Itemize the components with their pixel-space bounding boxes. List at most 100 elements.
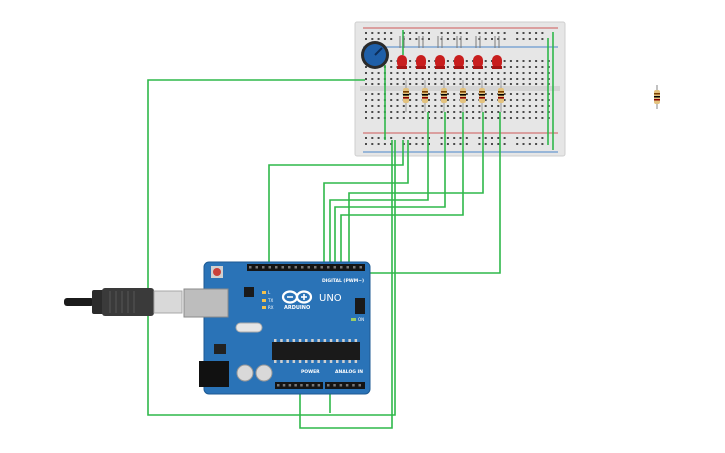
breadboard-hole[interactable]	[446, 72, 449, 74]
breadboard-hole[interactable]	[541, 60, 544, 62]
breadboard-hole[interactable]	[509, 72, 512, 74]
breadboard-hole[interactable]	[478, 117, 481, 119]
rail-hole[interactable]	[415, 137, 418, 139]
rail-hole[interactable]	[465, 38, 468, 40]
breadboard-hole[interactable]	[365, 78, 367, 80]
rail-hole[interactable]	[415, 32, 418, 34]
breadboard-hole[interactable]	[409, 60, 412, 62]
breadboard-hole[interactable]	[446, 111, 449, 113]
breadboard-hole[interactable]	[516, 111, 519, 113]
rail-hole[interactable]	[478, 137, 481, 139]
breadboard-hole[interactable]	[465, 66, 468, 68]
breadboard-hole[interactable]	[484, 83, 487, 85]
resistor[interactable]	[460, 80, 466, 112]
breadboard-hole[interactable]	[503, 105, 506, 107]
breadboard-hole[interactable]	[484, 78, 487, 80]
rail-hole[interactable]	[478, 32, 481, 34]
breadboard-hole[interactable]	[509, 78, 512, 80]
breadboard-hole[interactable]	[402, 111, 405, 113]
header-pin[interactable]	[320, 266, 324, 269]
rail-hole[interactable]	[377, 32, 380, 34]
breadboard-hole[interactable]	[453, 72, 456, 74]
breadboard-hole[interactable]	[459, 72, 462, 74]
wire-gnd-top[interactable]	[268, 140, 404, 266]
rail-hole[interactable]	[446, 38, 449, 40]
breadboard-hole[interactable]	[472, 72, 475, 74]
red-led[interactable]	[492, 36, 502, 69]
breadboard-hole[interactable]	[516, 66, 519, 68]
rail-hole[interactable]	[428, 143, 430, 145]
breadboard-hole[interactable]	[396, 111, 399, 113]
breadboard-hole[interactable]	[409, 83, 412, 85]
breadboard-hole[interactable]	[365, 72, 367, 74]
breadboard-hole[interactable]	[541, 111, 544, 113]
header-pin[interactable]	[327, 384, 330, 387]
breadboard-hole[interactable]	[465, 60, 468, 62]
rail-hole[interactable]	[522, 137, 525, 139]
breadboard-hole[interactable]	[516, 78, 519, 80]
breadboard-hole[interactable]	[522, 105, 525, 107]
breadboard-hole[interactable]	[522, 83, 525, 85]
red-led[interactable]	[416, 36, 426, 69]
breadboard-hole[interactable]	[365, 83, 367, 85]
rail-hole[interactable]	[497, 137, 500, 139]
breadboard-hole[interactable]	[509, 93, 512, 95]
breadboard-hole[interactable]	[535, 93, 538, 95]
rail-hole[interactable]	[453, 143, 456, 145]
rail-hole[interactable]	[484, 143, 487, 145]
breadboard-hole[interactable]	[541, 105, 544, 107]
rail-hole[interactable]	[371, 143, 374, 145]
breadboard-hole[interactable]	[541, 99, 544, 101]
breadboard-hole[interactable]	[491, 78, 493, 80]
rail-hole[interactable]	[541, 32, 544, 34]
breadboard-hole[interactable]	[516, 60, 519, 62]
header-pin[interactable]	[311, 384, 315, 387]
breadboard-hole[interactable]	[528, 60, 531, 62]
breadboard-hole[interactable]	[465, 72, 468, 74]
breadboard-hole[interactable]	[377, 111, 380, 113]
breadboard-hole[interactable]	[516, 117, 519, 119]
header-pin[interactable]	[262, 266, 265, 269]
breadboard-hole[interactable]	[396, 105, 399, 107]
breadboard-hole[interactable]	[484, 93, 487, 95]
rail-hole[interactable]	[428, 32, 430, 34]
breadboard-hole[interactable]	[390, 93, 393, 95]
breadboard-hole[interactable]	[428, 78, 430, 80]
breadboard-hole[interactable]	[409, 78, 412, 80]
breadboard-hole[interactable]	[402, 78, 405, 80]
breadboard-hole[interactable]	[484, 60, 487, 62]
breadboard-hole[interactable]	[528, 72, 531, 74]
breadboard-hole[interactable]	[371, 111, 374, 113]
rail-hole[interactable]	[541, 143, 544, 145]
breadboard-hole[interactable]	[459, 83, 462, 85]
rail-hole[interactable]	[371, 137, 374, 139]
breadboard-hole[interactable]	[421, 83, 424, 85]
breadboard-hole[interactable]	[503, 93, 506, 95]
breadboard-hole[interactable]	[396, 78, 399, 80]
breadboard-hole[interactable]	[390, 111, 393, 113]
breadboard-hole[interactable]	[503, 111, 506, 113]
breadboard-hole[interactable]	[509, 117, 512, 119]
breadboard-hole[interactable]	[516, 83, 519, 85]
breadboard-hole[interactable]	[541, 117, 544, 119]
breadboard-hole[interactable]	[440, 117, 443, 119]
breadboard-hole[interactable]	[497, 78, 500, 80]
breadboard-hole[interactable]	[440, 78, 443, 80]
breadboard-hole[interactable]	[528, 105, 531, 107]
rail-hole[interactable]	[415, 143, 418, 145]
breadboard-hole[interactable]	[484, 99, 487, 101]
rail-hole[interactable]	[491, 38, 493, 40]
header-pin[interactable]	[255, 266, 259, 269]
breadboard-hole[interactable]	[484, 117, 487, 119]
resistor[interactable]	[422, 80, 428, 112]
breadboard-hole[interactable]	[409, 66, 412, 68]
header-pin[interactable]	[275, 266, 278, 269]
breadboard-hole[interactable]	[409, 93, 412, 95]
rail-hole[interactable]	[383, 143, 386, 145]
rail-hole[interactable]	[478, 143, 481, 145]
breadboard-hole[interactable]	[390, 83, 393, 85]
breadboard-hole[interactable]	[409, 117, 412, 119]
breadboard-hole[interactable]	[415, 99, 418, 101]
breadboard-hole[interactable]	[415, 117, 418, 119]
breadboard-hole[interactable]	[541, 83, 544, 85]
